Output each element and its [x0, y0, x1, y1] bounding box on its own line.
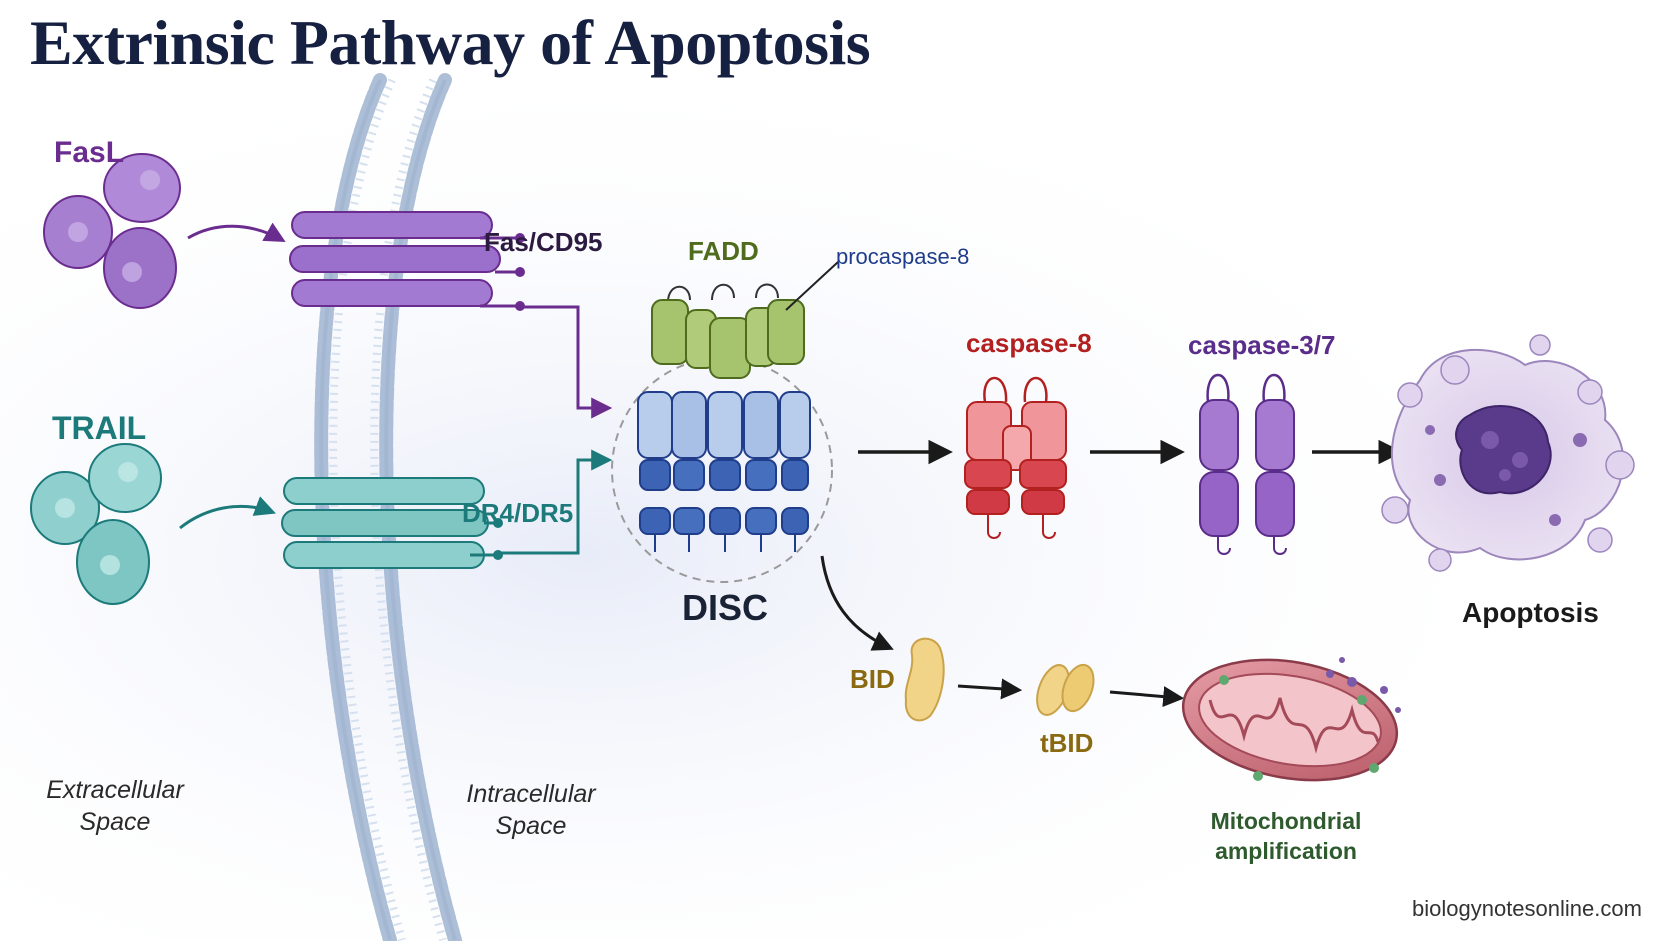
disc-label: DISC — [682, 587, 769, 628]
mito-amplification-label: Mitochondrial amplification — [1186, 806, 1386, 866]
apoptosis-label: Apoptosis — [1462, 597, 1599, 628]
procaspase8-label: procaspase-8 — [836, 244, 970, 269]
mito-label-line1: Mitochondrial — [1210, 808, 1362, 834]
extracellular-line2: Space — [79, 808, 151, 836]
bid-to-tbid-arrow — [957, 678, 1023, 700]
mito-label-line2: amplification — [1215, 838, 1357, 864]
dr-receptor-label: DR4/DR5 — [462, 498, 574, 528]
mitochondrion-icon — [1181, 657, 1401, 782]
tbid-label: tBID — [1040, 728, 1094, 758]
tbid-to-mito-arrow — [1109, 686, 1185, 708]
bid-icon — [904, 637, 945, 722]
bid-label: BID — [850, 664, 895, 694]
caspase37-dimer-icon — [1199, 373, 1295, 555]
membrane-bilayer-icon — [314, 73, 462, 941]
trail-binding-arrow — [179, 496, 276, 530]
disc-to-bid-arrow — [820, 555, 894, 651]
apoptotic-cell-icon — [1381, 334, 1635, 572]
intracellular-line2: Space — [495, 812, 567, 840]
extracellular-space-label: Extracellular Space — [30, 774, 200, 838]
dr-receptor-icon — [281, 477, 503, 569]
tbid-icon — [1036, 663, 1095, 716]
fas-receptor-icon — [289, 211, 525, 311]
watermark-text: biologynotesonline.com — [1412, 896, 1642, 921]
fadd-label: FADD — [688, 236, 759, 266]
trail-label: TRAIL — [52, 410, 147, 446]
intracellular-line1: Intracellular — [466, 780, 596, 808]
intracellular-space-label: Intracellular Space — [446, 778, 616, 842]
trail-trimer-icon — [30, 443, 162, 605]
extracellular-line1: Extracellular — [46, 776, 184, 804]
page-title: Extrinsic Pathway of Apoptosis — [30, 7, 871, 78]
caspase8-label: caspase-8 — [966, 328, 1092, 358]
procaspase8-leader-line — [785, 261, 839, 311]
fas-to-disc-arrow — [522, 305, 613, 419]
fas-receptor-label: Fas/CD95 — [484, 227, 603, 257]
dr-to-disc-arrow — [500, 449, 613, 555]
fasl-label: FasL — [54, 136, 125, 169]
caspase37-label: caspase-3/7 — [1188, 330, 1336, 360]
fasl-trimer-icon — [43, 153, 181, 309]
fasl-binding-arrow — [187, 222, 286, 243]
caspase8-dimer-icon — [964, 376, 1067, 539]
disc-complex-icon — [611, 283, 833, 583]
